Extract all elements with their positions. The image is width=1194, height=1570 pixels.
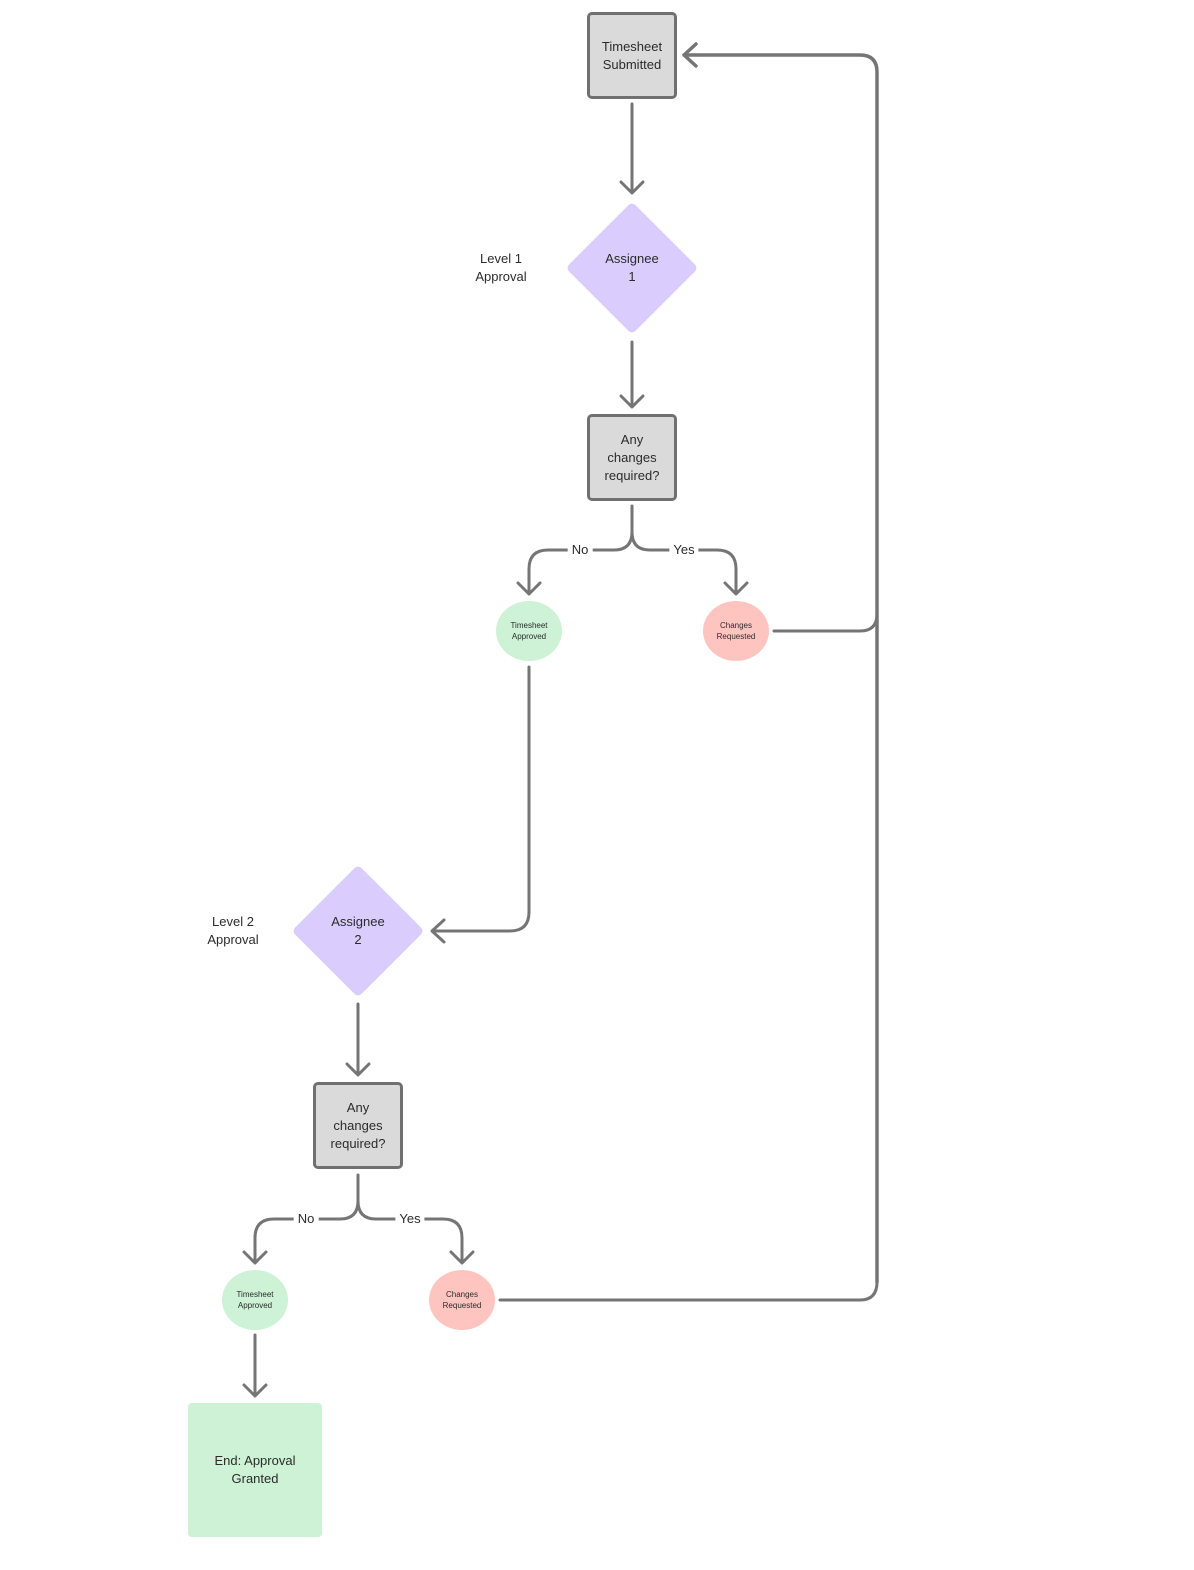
edge-check2-yes (356, 1199, 475, 1265)
node-label: Assignee 1 (605, 251, 659, 284)
edge-loop-to-start (682, 42, 879, 1284)
node-timesheet-submitted[interactable]: Timesheet Submitted (587, 12, 677, 99)
node-label: Assignee 2 (331, 914, 385, 947)
edge-label-no-2: No (293, 1211, 319, 1227)
edge-changes2-to-loop (498, 1280, 879, 1302)
node-label: End: Approval Granted (214, 1453, 296, 1486)
edge-changes1-to-loop (772, 612, 879, 633)
edge-label-yes-2: Yes (395, 1211, 425, 1227)
node-end-approval-granted[interactable]: End: Approval Granted (188, 1403, 322, 1537)
level-1-approval-label: Level 1 Approval (475, 251, 527, 284)
edge-approved1-to-assignee2 (430, 665, 531, 944)
edge-label-no-1: No (567, 542, 593, 558)
edge-label-yes-1: Yes (669, 542, 699, 558)
node-label: Timesheet Submitted (601, 38, 663, 72)
edge-start-to-assignee1 (619, 102, 645, 195)
node-changes-requested-1[interactable]: Changes Requested (703, 601, 769, 661)
node-label: Changes Requested (716, 621, 756, 641)
node-label: Any changes required? (604, 431, 660, 483)
node-timesheet-approved-1[interactable]: Timesheet Approved (496, 601, 562, 661)
node-changes-requested-2[interactable]: Changes Requested (429, 1270, 495, 1330)
edge-approved2-to-end (242, 1333, 268, 1398)
node-assignee-1: Assignee 1 (582, 238, 682, 298)
node-label: Timesheet Approved (236, 1290, 274, 1310)
edge-assignee2-to-check2 (345, 1002, 371, 1077)
node-label: Timesheet Approved (510, 621, 548, 641)
node-any-changes-required-1[interactable]: Any changes required? (587, 414, 677, 501)
node-timesheet-approved-2[interactable]: Timesheet Approved (222, 1270, 288, 1330)
node-label: Any changes required? (330, 1099, 386, 1151)
node-any-changes-required-2[interactable]: Any changes required? (313, 1082, 403, 1169)
node-label: Changes Requested (442, 1290, 482, 1310)
edge-assignee1-to-check1 (619, 340, 645, 409)
edge-check1-yes (630, 530, 749, 596)
level-2-approval-label: Level 2 Approval (207, 914, 259, 947)
node-assignee-2: Assignee 2 (308, 901, 408, 961)
